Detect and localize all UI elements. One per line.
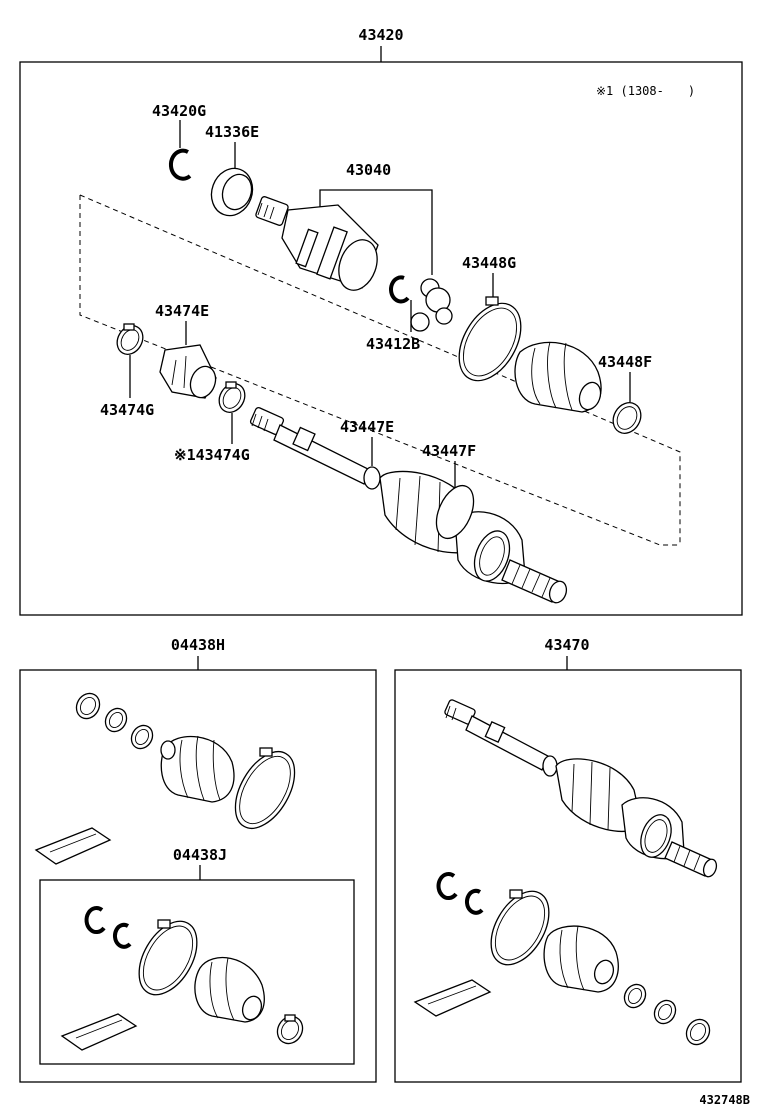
boot-kit-outer-panel: 04438H 04438J — [19, 636, 377, 1083]
label-43474g-note[interactable]: ※143474G — [174, 446, 250, 464]
shaft-large-band-icon — [490, 889, 550, 966]
circlip-icon — [84, 906, 106, 934]
small-band-icon — [116, 325, 144, 355]
boot-kit-inner-frame — [39, 879, 355, 1065]
small-band-icon — [218, 383, 246, 413]
kit-h-bands — [75, 692, 154, 750]
part-41336e[interactable]: 41336E — [205, 123, 259, 221]
kit-h-boot-icon — [160, 735, 235, 803]
shaft-boot-icon — [543, 925, 619, 993]
boot-kit-outer-part-no[interactable]: 04438H — [171, 636, 225, 654]
part-43448g[interactable]: 43448G — [446, 254, 533, 391]
label-43474e[interactable]: 43474E — [155, 302, 209, 320]
snap-ring-icon — [168, 148, 192, 181]
dashed-group-outline-upper — [79, 194, 681, 545]
label-43420g[interactable]: 43420G — [152, 102, 206, 120]
drawing-number: 432748B — [699, 1093, 750, 1107]
shaft-43470-icon — [444, 699, 718, 878]
part-43447e[interactable]: 43447E — [340, 418, 394, 466]
shaft-assembly-part-no[interactable]: 43470 — [544, 636, 589, 654]
main-assembly-frame — [19, 61, 743, 616]
damper-icon — [159, 344, 217, 399]
tripod-spider-icon — [410, 278, 453, 332]
boot-kit-inner-part-no[interactable]: 04438J — [173, 846, 227, 864]
part-43412b[interactable]: 43412B — [366, 275, 453, 353]
boot-band-icon — [435, 484, 475, 540]
part-43474g[interactable]: 43474G — [100, 321, 154, 419]
part-43474g-note[interactable]: ※143474G — [174, 379, 250, 464]
shaft-bands — [623, 983, 711, 1046]
label-41336e[interactable]: 41336E — [205, 123, 259, 141]
label-43412b[interactable]: 43412B — [366, 335, 420, 353]
main-assembly-panel: 43420 ※1 (1308- ) 43420G 41336E 43040 — [19, 26, 743, 616]
label-43448f[interactable]: 43448F — [598, 353, 652, 371]
boot-band-icon — [458, 302, 522, 382]
part-43447f[interactable]: 43447F — [422, 442, 481, 544]
circlip-icon — [113, 922, 132, 949]
boot-kit-inner-panel: 04438J — [39, 846, 355, 1065]
kit-j-grease-packet-icon — [60, 1013, 138, 1051]
circlip-icon — [465, 888, 484, 915]
boot-kit-outer-frame — [19, 669, 377, 1083]
label-43447f[interactable]: 43447F — [422, 442, 476, 460]
label-43474g[interactable]: 43474G — [100, 401, 154, 419]
inner-boot-icon — [514, 341, 602, 413]
part-43448f[interactable]: 43448F — [598, 353, 652, 438]
part-43040[interactable]: 43040 — [255, 161, 433, 296]
shaft-grease-packet-icon — [413, 979, 492, 1017]
shaft-assembly-panel: 43470 — [394, 636, 742, 1083]
kit-j-small-band-icon — [276, 1014, 304, 1045]
note-mark: ※1 (1308- ) — [596, 84, 695, 98]
kit-h-large-band-icon — [234, 747, 296, 829]
inner-joint-housing-icon — [255, 196, 379, 291]
part-43474e[interactable]: 43474E — [155, 302, 220, 401]
main-assembly-part-no[interactable]: 43420 — [358, 26, 403, 44]
small-band-icon — [612, 402, 642, 434]
kit-j-large-band-icon — [138, 919, 198, 996]
label-43448g[interactable]: 43448G — [462, 254, 516, 272]
drive-shaft-icon — [249, 406, 568, 604]
part-43420g[interactable]: 43420G — [152, 102, 206, 181]
label-43040[interactable]: 43040 — [346, 161, 391, 179]
shaft-assembly-frame — [394, 669, 742, 1083]
kit-h-grease-packet-icon — [34, 827, 112, 865]
kit-j-boot-icon — [194, 956, 265, 1023]
label-43447e[interactable]: 43447E — [340, 418, 394, 436]
circlip-icon — [388, 275, 410, 304]
circlip-icon — [436, 872, 458, 900]
